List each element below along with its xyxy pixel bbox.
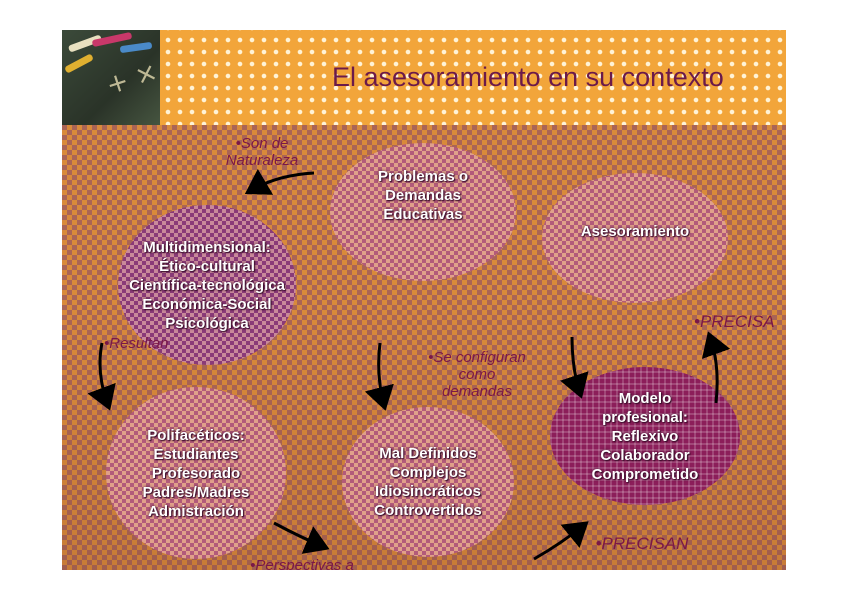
arrow-multidimensional-to-polifaceticos: [87, 342, 116, 411]
node-polifaceticos-text: Polifacéticos: Estudiantes Profesorado P…: [142, 426, 250, 520]
node-problemas-text: Problemas o Demandas Educativas: [377, 167, 469, 223]
node-multidimensional-text: Multidimensional: Ético-cultural Científ…: [129, 238, 285, 332]
arrow-problemas-to-multidimensional: [244, 168, 315, 195]
diagram-area: Problemas o Demandas Educativas Asesoram…: [62, 125, 786, 570]
chalkboard-image: + ×: [62, 30, 160, 125]
arrow-problemas-to-mal-definidos: [364, 342, 394, 411]
slide-title: El asesoramiento en su contexto: [332, 62, 724, 92]
label-son-de: •Son de Naturaleza: [225, 135, 299, 169]
label-perspectivas: •Perspectivas a considerar: [250, 557, 354, 570]
node-asesoramiento-text: Asesoramiento: [580, 222, 690, 240]
arrow-polifaceticos-to-mal-definidos: [273, 521, 330, 554]
label-precisa-right: •PRECISA: [694, 312, 775, 331]
label-resultan: •Resultan: [104, 335, 169, 352]
arrows-layer: [87, 168, 731, 561]
node-modelo: Modelo profesional: Reflexivo Colaborado…: [550, 367, 740, 505]
node-mal-definidos: Mal Definidos Complejos Idiosincráticos …: [342, 407, 514, 557]
label-se-configuran: •Se configuran como demandas: [428, 349, 526, 400]
arrow-asesoramiento-to-modelo: [560, 336, 589, 399]
label-precisan-bottom: •PRECISAN: [595, 534, 689, 553]
slide: + × El asesoramiento en su contexto Prob…: [62, 30, 786, 570]
node-problemas: Problemas o Demandas Educativas: [330, 143, 516, 281]
node-modelo-text: Modelo profesional: Reflexivo Colaborado…: [591, 389, 699, 483]
title-banner: + × El asesoramiento en su contexto: [62, 30, 786, 125]
node-multidimensional: Multidimensional: Ético-cultural Científ…: [118, 205, 296, 365]
node-mal-definidos-text: Mal Definidos Complejos Idiosincráticos …: [374, 445, 482, 519]
arrow-modelo-to-asesoramiento: [701, 331, 731, 404]
node-asesoramiento: Asesoramiento: [542, 173, 728, 303]
node-polifaceticos: Polifacéticos: Estudiantes Profesorado P…: [106, 387, 286, 559]
arrow-mal-definidos-to-modelo: [533, 521, 589, 561]
